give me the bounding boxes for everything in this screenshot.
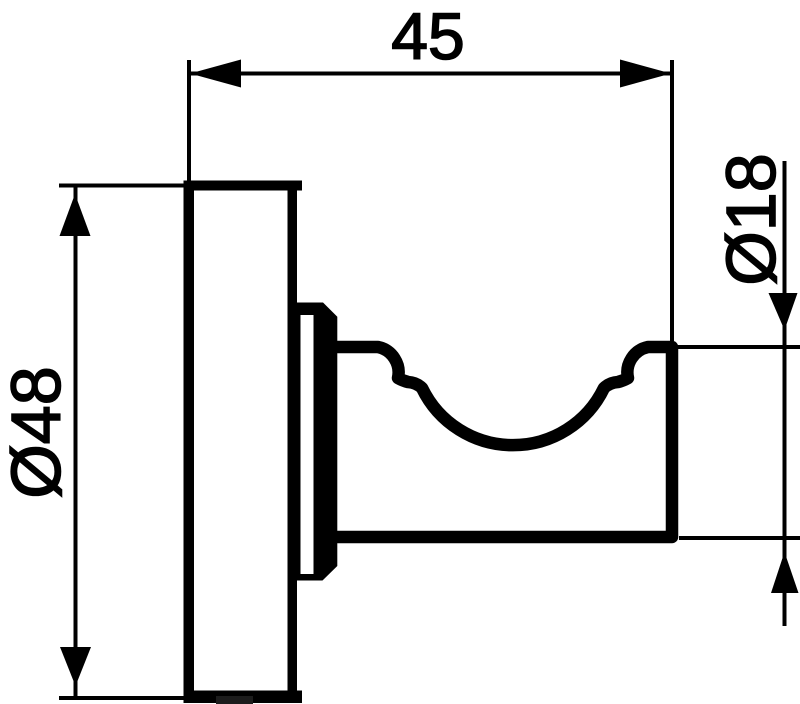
svg-text:45: 45 bbox=[391, 0, 464, 73]
svg-text:Ø18: Ø18 bbox=[712, 153, 790, 285]
svg-text:Ø48: Ø48 bbox=[0, 366, 75, 498]
